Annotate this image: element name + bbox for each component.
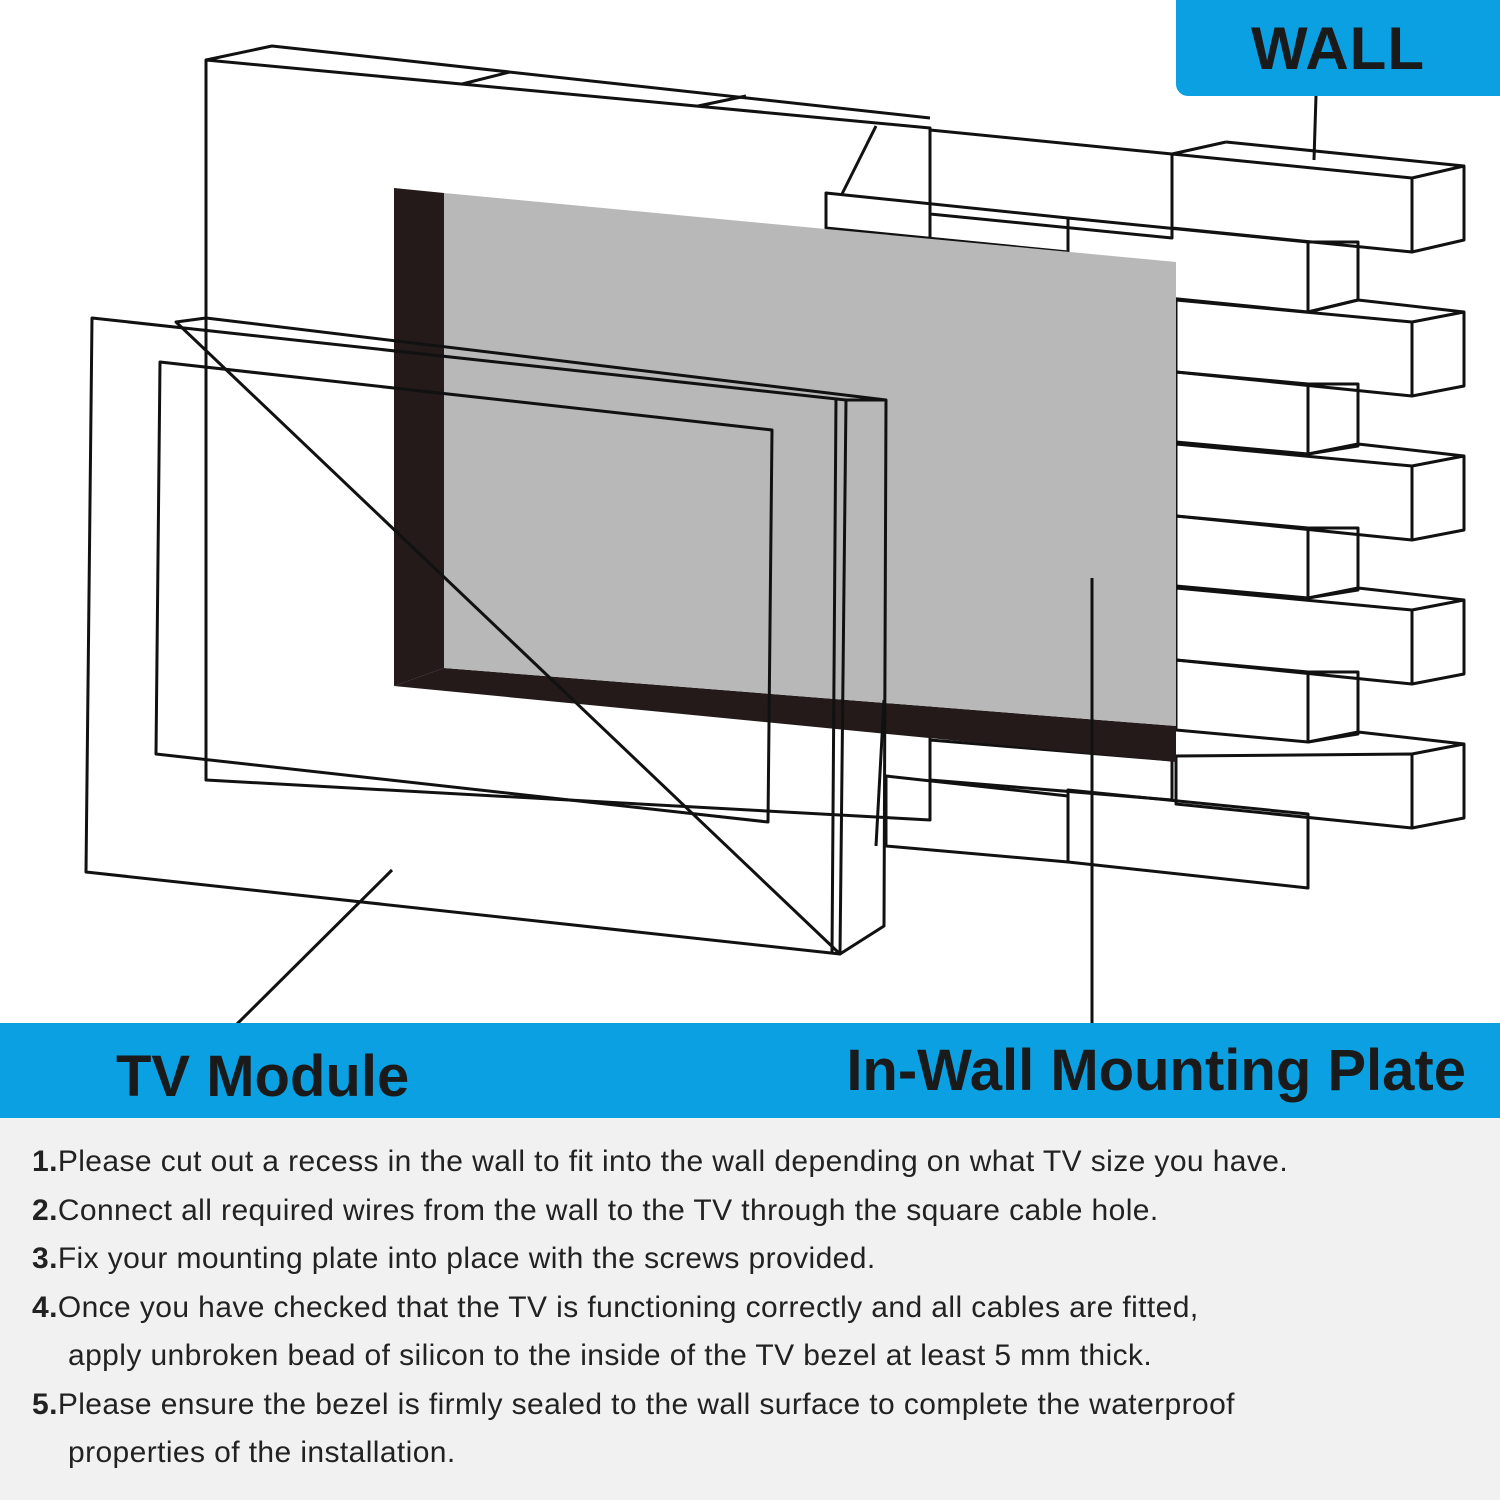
step-text: Connect all required wires from the wall… bbox=[57, 1193, 1159, 1227]
step-text: Please ensure the bezel is firmly sealed… bbox=[57, 1387, 1235, 1421]
instruction-steps: 1.Please cut out a recess in the wall to… bbox=[0, 1118, 1500, 1500]
tv-module bbox=[84, 316, 888, 956]
in-wall-plate-label: In-Wall Mounting Plate bbox=[846, 1038, 1466, 1103]
installation-diagram bbox=[84, 44, 1466, 1025]
wall-leader-line bbox=[1312, 95, 1318, 161]
tv-module-leader-line bbox=[234, 868, 394, 1025]
label-bar bbox=[0, 1023, 1500, 1118]
step-text: Once you have checked that the TV is fun… bbox=[57, 1290, 1199, 1324]
wall-label: WALL bbox=[1251, 14, 1425, 82]
step-text: Please cut out a recess in the wall to f… bbox=[57, 1145, 1289, 1178]
step-number: 3. bbox=[32, 1242, 58, 1275]
step-number: 2. bbox=[32, 1193, 58, 1227]
step-item: 5.Please ensure the bezel is firmly seal… bbox=[32, 1381, 1500, 1478]
wall-label-tab: WALL bbox=[1176, 0, 1500, 96]
step-number: 5. bbox=[32, 1387, 58, 1421]
step-text: Fix your mounting plate into place with … bbox=[57, 1242, 876, 1275]
wall-board bbox=[204, 44, 932, 822]
step-item: 3.Fix your mounting plate into place wit… bbox=[32, 1235, 1500, 1284]
mounting-plate-surface bbox=[444, 193, 1176, 726]
step-number: 4. bbox=[32, 1290, 58, 1324]
step-item: 4.Once you have checked that the TV is f… bbox=[32, 1284, 1500, 1381]
recess-shadow-bottom bbox=[394, 668, 1176, 762]
step-number: 1. bbox=[32, 1145, 58, 1178]
recess-shadow-left bbox=[394, 188, 444, 686]
steps-list: 1.Please cut out a recess in the wall to… bbox=[0, 1118, 1500, 1478]
step-text-continued: apply unbroken bead of silicon to the in… bbox=[68, 1339, 1153, 1372]
step-text-continued: properties of the installation. bbox=[68, 1436, 456, 1469]
in-wall-mounting-plate bbox=[394, 188, 1176, 762]
step-item: 1.Please cut out a recess in the wall to… bbox=[32, 1138, 1500, 1187]
step-item: 2.Connect all required wires from the wa… bbox=[32, 1187, 1500, 1236]
tv-module-label: TV Module bbox=[116, 1044, 410, 1109]
